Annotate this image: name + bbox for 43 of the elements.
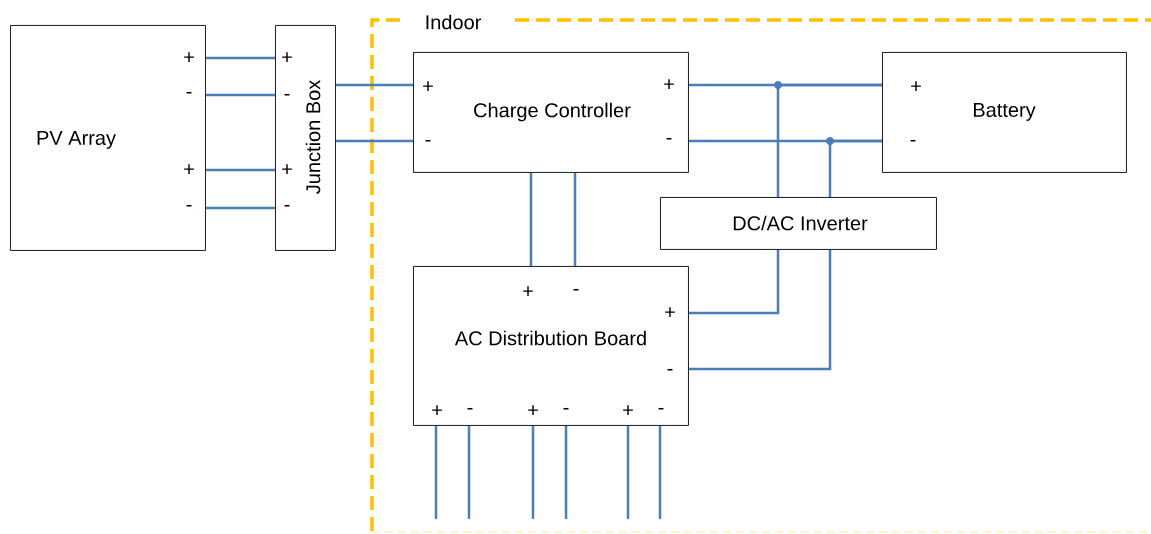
- wire: [205, 93, 275, 97]
- terminal-sign: +: [282, 52, 292, 62]
- terminal-sign: +: [184, 164, 194, 174]
- terminal-sign: -: [186, 204, 192, 207]
- terminal-sign: -: [186, 91, 192, 94]
- terminal-sign: +: [432, 405, 442, 415]
- terminal-sign: -: [425, 139, 431, 142]
- terminal-sign: +: [282, 164, 292, 174]
- terminal-sign: -: [666, 137, 672, 140]
- wire: [205, 168, 275, 172]
- terminal-sign: -: [910, 139, 916, 142]
- terminal-sign: -: [467, 407, 473, 410]
- terminal-sign: +: [665, 307, 675, 317]
- component-box: DC/AC Inverter: [660, 197, 937, 250]
- wire: [467, 425, 471, 519]
- wire-junction: [826, 137, 882, 197]
- terminal-sign: -: [658, 407, 664, 410]
- wire: [531, 425, 535, 519]
- wire: [434, 425, 438, 519]
- wire: [658, 425, 662, 519]
- terminal-sign: -: [667, 368, 673, 371]
- terminal-sign: -: [573, 288, 579, 291]
- terminal-sign: +: [523, 286, 533, 296]
- terminal-sign: +: [528, 405, 538, 415]
- wire: [335, 83, 413, 87]
- terminal-sign: -: [284, 93, 290, 96]
- terminal-sign: +: [184, 52, 194, 62]
- terminal-sign: +: [623, 405, 633, 415]
- terminal-sign: +: [664, 79, 674, 89]
- wire: [626, 425, 630, 519]
- wire: [529, 172, 533, 266]
- wire-junction: [774, 81, 882, 197]
- wire: [205, 56, 275, 60]
- wire: [688, 249, 832, 371]
- wire: [688, 249, 780, 315]
- wire: [205, 206, 275, 210]
- terminal-sign: -: [563, 407, 569, 410]
- terminal-sign: +: [423, 81, 433, 91]
- terminal-sign: +: [911, 81, 921, 91]
- wire: [573, 172, 577, 266]
- wire: [335, 139, 413, 143]
- terminal-sign: -: [284, 204, 290, 207]
- wire: [564, 425, 568, 519]
